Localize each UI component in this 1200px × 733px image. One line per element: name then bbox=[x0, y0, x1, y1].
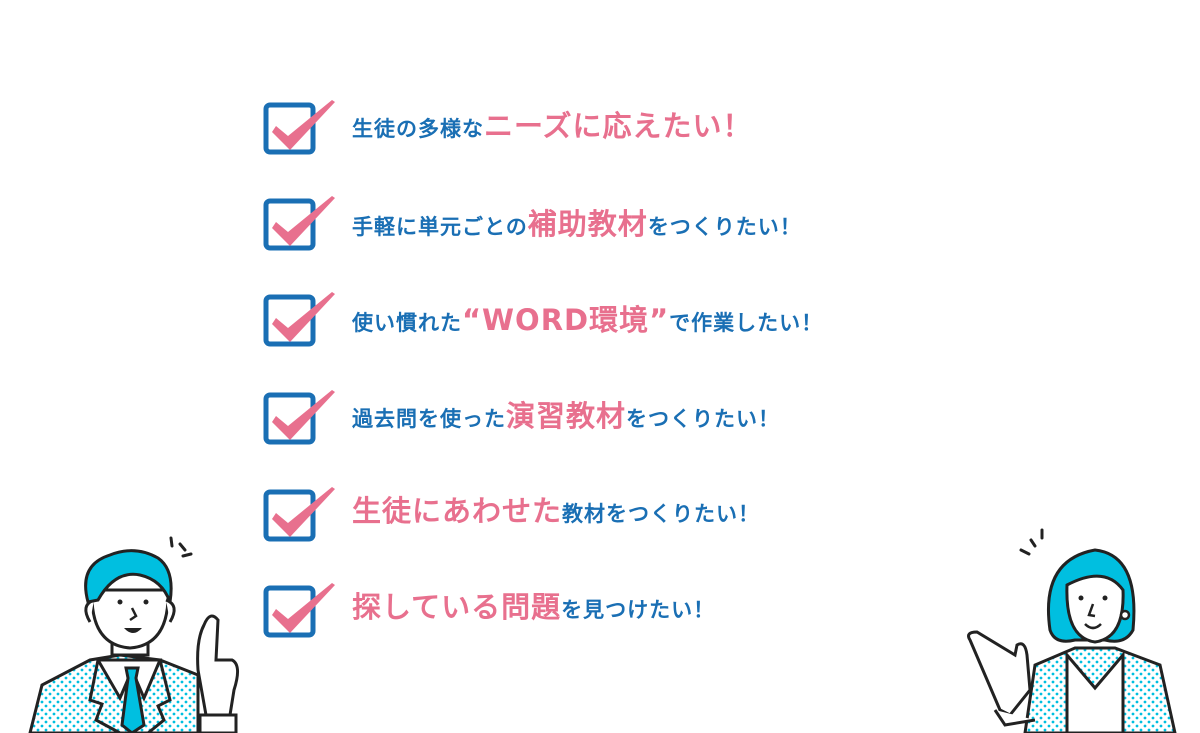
checklist-text: 探している問題を見つけたい！ bbox=[352, 593, 715, 622]
checkbox-checked-icon bbox=[263, 196, 335, 251]
text-segment: をつくりたい！ bbox=[647, 215, 802, 239]
text-segment-highlight: 演習教材 bbox=[506, 399, 627, 433]
text-segment-highlight: 補助教材 bbox=[527, 207, 648, 241]
checklist-item: 過去問を使った演習教材をつくりたい！ bbox=[262, 388, 982, 448]
text-segment: をつくりたい！ bbox=[626, 407, 781, 431]
text-segment: 手軽に単元ごとの bbox=[352, 215, 528, 239]
text-segment: で作業したい！ bbox=[669, 311, 824, 335]
man-pointing-finger-icon bbox=[28, 536, 239, 733]
checkbox-checked-icon bbox=[263, 390, 335, 445]
text-segment: を見つけたい！ bbox=[561, 598, 716, 622]
text-segment: 過去問を使った bbox=[352, 407, 506, 431]
text-segment-highlight: 生徒にあわせた bbox=[352, 494, 563, 528]
text-segment-highlight: “WORD環境” bbox=[462, 303, 670, 337]
checkbox-checked-icon bbox=[263, 583, 335, 638]
checklist-item: 探している問題を見つけたい！ bbox=[262, 581, 982, 641]
text-segment-highlight: 探している問題 bbox=[352, 590, 562, 624]
text-segment: 使い慣れた bbox=[352, 311, 462, 335]
text-segment-highlight: ニーズに応えたい！ bbox=[484, 109, 753, 143]
checklist-text: 使い慣れた“WORD環境”で作業したい！ bbox=[352, 306, 823, 335]
text-segment: 生徒の多様な bbox=[352, 117, 484, 141]
checklist-text: 生徒にあわせた教材をつくりたい！ bbox=[352, 497, 760, 526]
checkbox-checked-icon bbox=[263, 100, 335, 155]
checklist-text: 手軽に単元ごとの補助教材をつくりたい！ bbox=[352, 210, 802, 239]
checkbox-checked-icon bbox=[263, 487, 335, 542]
text-segment: 教材をつくりたい！ bbox=[562, 502, 761, 526]
woman-presenting-hand-icon bbox=[967, 528, 1177, 733]
checklist-item: 生徒にあわせた教材をつくりたい！ bbox=[262, 485, 982, 545]
checklist-text: 生徒の多様なニーズに応えたい！ bbox=[352, 112, 753, 141]
checklist-text: 過去問を使った演習教材をつくりたい！ bbox=[352, 402, 780, 431]
checklist-item: 手軽に単元ごとの補助教材をつくりたい！ bbox=[262, 194, 982, 254]
checklist-item: 生徒の多様なニーズに応えたい！ bbox=[262, 98, 982, 158]
checkbox-checked-icon bbox=[263, 292, 335, 347]
checklist-item: 使い慣れた“WORD環境”で作業したい！ bbox=[262, 290, 982, 350]
